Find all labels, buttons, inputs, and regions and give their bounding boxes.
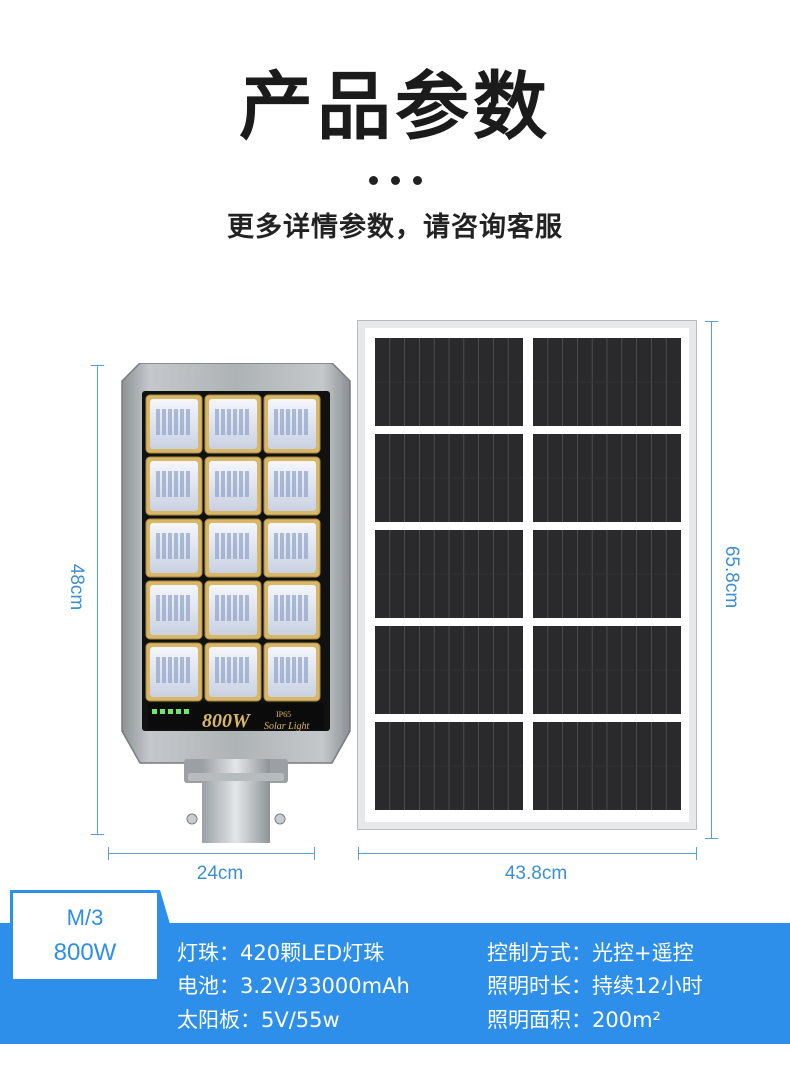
model-power: 800W xyxy=(53,939,117,966)
lamp-height-label: 48cm xyxy=(66,563,87,611)
spec-item-duration: 照明时长：持续12小时 xyxy=(487,971,703,1001)
spec-value: 200m² xyxy=(592,1008,661,1032)
spec-label: 太阳板： xyxy=(177,1008,261,1032)
solar-panel-image xyxy=(357,320,697,830)
page-title: 产品参数 xyxy=(239,64,551,150)
panel-height-label: 65.8cm xyxy=(721,545,742,609)
lamp-brand-label: Solar Light xyxy=(264,721,310,732)
spec-item-solar-board: 太阳板：5V/55w xyxy=(177,1005,340,1035)
spec-item-area: 照明面积：200m² xyxy=(487,1005,661,1035)
model-code: M/3 xyxy=(66,905,104,930)
page-subtitle: 更多详情参数，请咨询客服 xyxy=(227,212,563,243)
spec-value: 光控+遥控 xyxy=(592,941,694,965)
spec-label: 照明时长： xyxy=(487,974,592,998)
model-box: M/3 800W xyxy=(10,890,160,982)
model-tab xyxy=(160,890,170,924)
title-dots xyxy=(0,176,790,185)
spec-label: 控制方式： xyxy=(487,941,592,965)
spec-item-led: 灯珠：420颗LED灯珠 xyxy=(177,938,384,968)
lamp-wattage-label: 800W xyxy=(202,710,251,732)
spec-item-control: 控制方式：光控+遥控 xyxy=(487,938,694,968)
spec-item-battery: 电池：3.2V/33000mAh xyxy=(177,971,410,1001)
spec-value: 420颗LED灯珠 xyxy=(240,941,385,965)
spec-value: 持续12小时 xyxy=(592,974,703,998)
lamp-width-label: 24cm xyxy=(196,863,244,884)
panel-width-label: 43.8cm xyxy=(504,863,568,884)
spec-label: 照明面积： xyxy=(487,1008,592,1032)
spec-label: 灯珠： xyxy=(177,941,240,965)
solar-street-lamp-image: 800W IP65 Solar Light xyxy=(121,363,351,843)
spec-label: 电池： xyxy=(177,974,240,998)
spec-value: 5V/55w xyxy=(261,1008,340,1032)
lamp-rating-label: IP65 xyxy=(276,710,291,719)
spec-value: 3.2V/33000mAh xyxy=(240,974,410,998)
